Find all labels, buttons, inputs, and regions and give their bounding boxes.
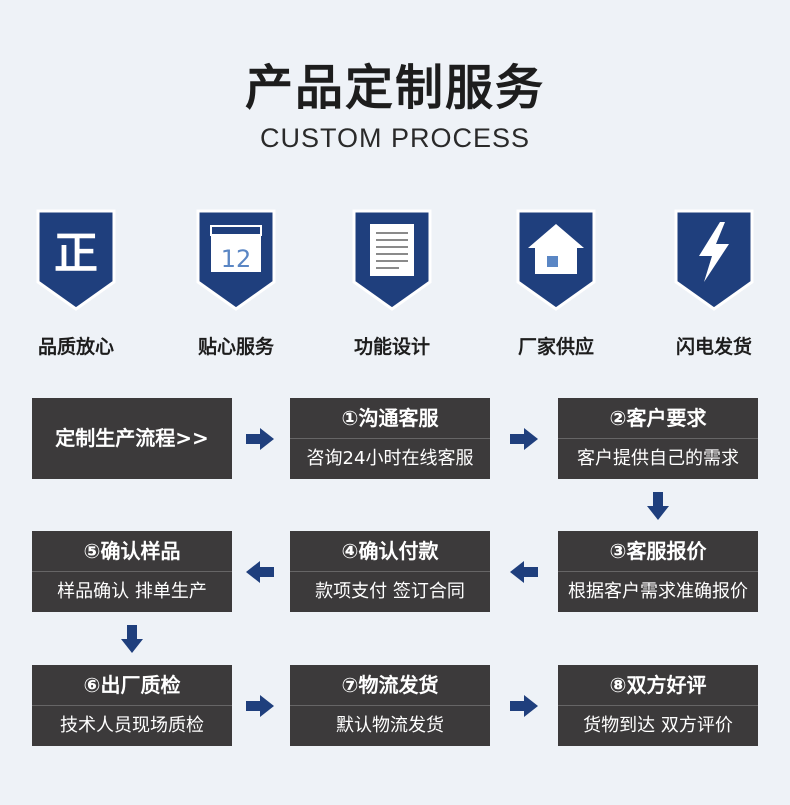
- step-box-8: ⑧双方好评 货物到达 双方评价: [558, 665, 758, 746]
- document-icon: [352, 209, 432, 311]
- page-subtitle: CUSTOM PROCESS: [259, 123, 531, 153]
- arrow-left-icon: [510, 561, 538, 583]
- step-title: ⑧双方好评: [558, 665, 758, 706]
- feature-service: 12 贴心服务: [186, 208, 286, 358]
- feature-design: 功能设计: [342, 208, 442, 358]
- step-box-3: ③客服报价 根据客户需求准确报价: [558, 531, 758, 612]
- arrow-down-icon: [121, 625, 143, 653]
- feature-label: 厂家供应: [517, 336, 594, 358]
- feature-label: 闪电发货: [675, 336, 752, 358]
- step-title: ①沟通客服: [290, 398, 490, 439]
- factory-house-icon: [516, 209, 596, 311]
- zheng-glyph: 正: [54, 228, 98, 279]
- step-title: ③客服报价: [558, 531, 758, 572]
- feature-fast-delivery: 闪电发货: [664, 208, 764, 358]
- step-desc: 款项支付 签订合同: [315, 581, 465, 602]
- page-title: 产品定制服务: [244, 60, 545, 116]
- step-desc: 根据客户需求准确报价: [568, 581, 748, 602]
- step-desc: 默认物流发货: [336, 715, 444, 736]
- step-desc: 技术人员现场质检: [60, 715, 204, 736]
- lightning-icon: [674, 209, 754, 311]
- zheng-icon: 正: [36, 209, 116, 311]
- step-box-6: ⑥出厂质检 技术人员现场质检: [32, 665, 232, 746]
- arrow-left-icon: [246, 561, 274, 583]
- step-box-4: ④确认付款 款项支付 签订合同: [290, 531, 490, 612]
- arrow-right-icon: [246, 428, 274, 450]
- step-title: ⑦物流发货: [290, 665, 490, 706]
- arrow-right-icon: [246, 695, 274, 717]
- step-desc: 样品确认 排单生产: [57, 581, 207, 602]
- feature-factory: 厂家供应: [506, 208, 606, 358]
- feature-quality: 正 品质放心: [26, 208, 126, 358]
- step-box-5: ⑤确认样品 样品确认 排单生产: [32, 531, 232, 612]
- step-desc: 咨询24小时在线客服: [306, 448, 474, 469]
- step-title: ⑥出厂质检: [32, 665, 232, 706]
- feature-label: 功能设计: [353, 336, 430, 358]
- arrow-right-icon: [510, 428, 538, 450]
- step-box-1: ①沟通客服 咨询24小时在线客服: [290, 398, 490, 479]
- step-desc: 货物到达 双方评价: [583, 715, 733, 736]
- step-box-7: ⑦物流发货 默认物流发货: [290, 665, 490, 746]
- step-desc: 客户提供自己的需求: [577, 448, 739, 469]
- step-title: ⑤确认样品: [32, 531, 232, 572]
- process-start-box: 定制生产流程>>: [32, 398, 232, 479]
- process-start-label: 定制生产流程>>: [55, 426, 209, 450]
- step-title: ②客户要求: [558, 398, 758, 439]
- step-box-2: ②客户要求 客户提供自己的需求: [558, 398, 758, 479]
- feature-label: 品质放心: [37, 336, 114, 358]
- arrow-down-icon: [647, 492, 669, 520]
- calendar-number: 12: [221, 245, 252, 273]
- step-title: ④确认付款: [290, 531, 490, 572]
- calendar-icon: 12: [196, 209, 276, 311]
- arrow-right-icon: [510, 695, 538, 717]
- feature-label: 贴心服务: [197, 336, 274, 358]
